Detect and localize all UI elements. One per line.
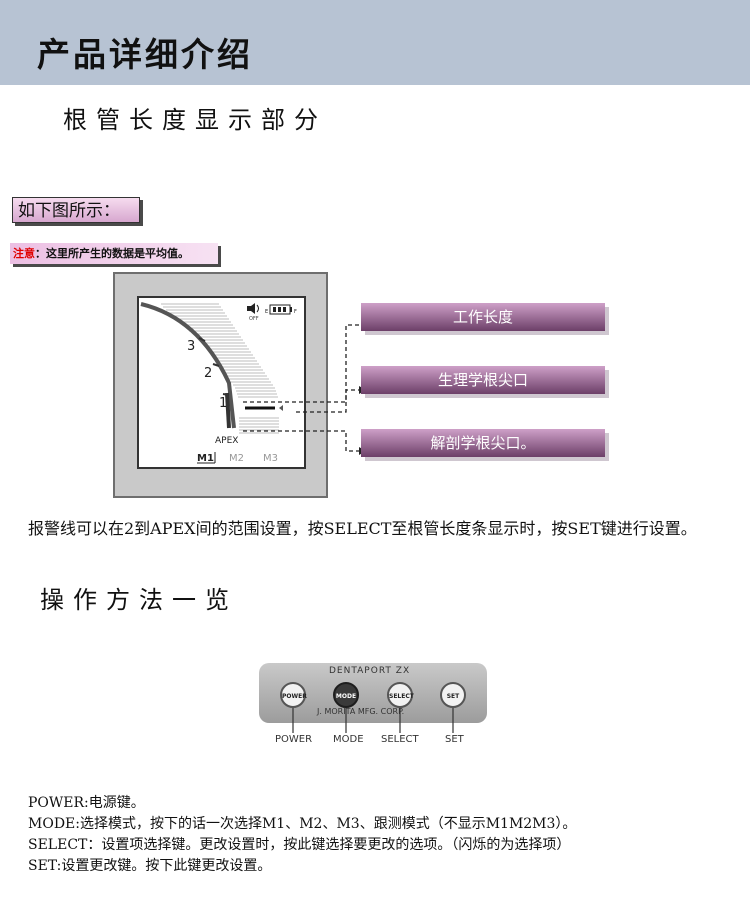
note-prefix: 注意 [13, 247, 35, 260]
callout-working-length: 工作长度 [361, 303, 605, 331]
root-canal-display-diagram: 3 2 1 APEX OFF E F M1 [113, 272, 328, 498]
figure-label-box: 如下图所示： [12, 197, 140, 223]
speaker-icon [247, 303, 259, 314]
caption-select: SELECT [381, 734, 419, 745]
control-panel: DENTAPORT ZX POWER MODE SELECT SET J. MO… [259, 663, 487, 723]
legend-set: SET:设置更改键。按下此键更改设置。 [28, 858, 272, 874]
battery-icon [269, 304, 292, 315]
caption-set: SET [445, 734, 464, 745]
mode-m3: M3 [263, 453, 278, 464]
alarm-description: 报警线可以在2到APEX间的范围设置，按SELECT至根管长度条显示时，按SET… [28, 519, 697, 538]
header-bar: 产品详细介绍 [0, 0, 750, 85]
legend-select: SELECT：设置项选择键。更改设置时，按此键选择要更改的选项。（闪烁的为选择项… [28, 837, 571, 853]
set-button[interactable]: SET [440, 682, 466, 708]
legend-power: POWER:电源键。 [28, 795, 145, 811]
legend-mode: MODE:选择模式，按下的话一次选择M1、M2、M3、跟测模式（不显示M1M2M… [28, 816, 577, 832]
scale-label-apex: APEX [215, 436, 238, 446]
mode-button[interactable]: MODE [333, 682, 359, 708]
panel-corp: J. MORITA MFG. CORP. [317, 707, 405, 716]
lcd-graphic: 3 2 1 APEX OFF E F M1 [140, 302, 297, 464]
battery-e-label: E [265, 309, 268, 315]
section-title-operation: 操作方法一览 [40, 586, 238, 614]
mode-m2: M2 [229, 453, 244, 464]
scale-label-1: 1 [219, 396, 227, 411]
power-button[interactable]: POWER [280, 682, 307, 708]
mode-m1: M1 [197, 453, 214, 464]
select-button[interactable]: SELECT [387, 682, 414, 708]
section-title-root-canal: 根管长度显示部分 [63, 106, 327, 134]
scale-label-3: 3 [187, 339, 195, 354]
caption-power: POWER [275, 734, 313, 745]
speaker-off-label: OFF [249, 316, 259, 322]
page-title: 产品详细介绍 [37, 35, 253, 74]
lcd-screen: 3 2 1 APEX OFF E F M1 [137, 296, 306, 469]
panel-brand: DENTAPORT ZX [329, 666, 411, 676]
scale-label-2: 2 [204, 366, 212, 381]
callout-physiological-apex: 生理学根尖口 [361, 366, 605, 394]
callout-anatomical-apex: 解剖学根尖口。 [361, 429, 605, 457]
caption-mode: MODE [333, 734, 364, 745]
battery-f-label: F [294, 309, 297, 315]
note-box: 注意：这里所产生的数据是平均值。 [10, 243, 218, 264]
note-text: ：这里所产生的数据是平均值。 [35, 247, 189, 260]
button-legend: POWER:电源键。 MODE:选择模式，按下的话一次选择M1、M2、M3、跟测… [28, 793, 728, 877]
